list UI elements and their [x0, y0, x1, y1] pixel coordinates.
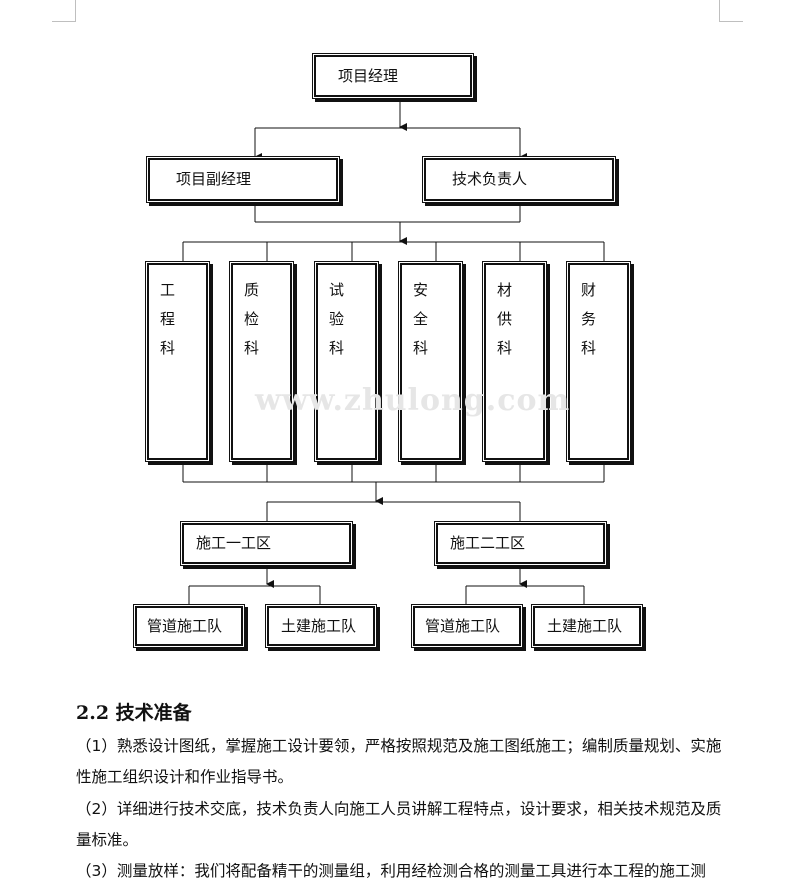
- box-dept-engineering: 工 程 科: [147, 263, 208, 460]
- char: 材: [496, 281, 512, 299]
- box-label: 项目经理: [338, 66, 399, 85]
- box-dept-materials: 材 供 科: [484, 263, 545, 460]
- char: 科: [412, 339, 428, 357]
- char: 财: [580, 281, 596, 299]
- paragraph-3: （3）测量放样：我们将配备精干的测量组，利用经检测合格的测量工具进行本工程的施工…: [76, 862, 706, 880]
- box-label: 施工一工区: [196, 534, 272, 552]
- box-project-manager: 项目经理: [314, 55, 472, 97]
- page-corner-mark-left: [75, 0, 76, 22]
- char: 程: [159, 310, 175, 328]
- char: 科: [243, 339, 259, 357]
- char: 科: [580, 339, 596, 357]
- char: 安: [412, 281, 428, 299]
- box-label: 项目副经理: [176, 170, 252, 188]
- char: 试: [328, 281, 344, 299]
- org-chart-connectors: [182, 98, 605, 604]
- org-chart: 项目经理 项目副经理 技术负责人 工 程 科 质 检 科 试 验 科 安 全 科…: [135, 55, 641, 646]
- page-corner-mark-left-h: [52, 21, 76, 22]
- char: 检: [243, 310, 259, 328]
- box-deputy-manager: 项目副经理: [148, 158, 338, 201]
- box-team-pipeline-1: 管道施工队: [135, 606, 243, 646]
- char: 工: [159, 281, 175, 299]
- box-label: 土建施工队: [281, 616, 357, 635]
- box-label: 管道施工队: [425, 616, 501, 635]
- char: 质: [243, 281, 259, 299]
- box-dept-safety: 安 全 科: [400, 263, 461, 460]
- box-dept-testing: 试 验 科: [316, 263, 377, 460]
- page-corner-mark-right-h: [719, 21, 743, 22]
- box-dept-finance: 财 务 科: [568, 263, 629, 460]
- watermark: www.zhulong.com: [255, 383, 571, 418]
- char: 供: [496, 310, 512, 328]
- char: 科: [328, 339, 344, 357]
- box-dept-quality: 质 检 科: [231, 263, 292, 460]
- char: 全: [412, 310, 428, 328]
- box-zone-2: 施工二工区: [436, 523, 605, 564]
- section-heading: 2.2 技术准备: [76, 702, 192, 724]
- paragraph-1: （1）熟悉设计图纸，掌握施工设计要领，严格按照规范及施工图纸施工；编制质量规划、…: [76, 737, 722, 786]
- box-label: 技术负责人: [452, 170, 528, 188]
- box-zone-1: 施工一工区: [182, 523, 351, 564]
- page-corner-mark-right: [719, 0, 720, 22]
- box-label: 管道施工队: [147, 616, 223, 635]
- box-technical-lead: 技术负责人: [424, 158, 614, 201]
- box-team-pipeline-2: 管道施工队: [413, 606, 521, 646]
- char: 务: [580, 310, 596, 328]
- char: 验: [328, 310, 344, 328]
- box-team-civil-1: 土建施工队: [267, 606, 375, 646]
- char: 科: [496, 339, 512, 357]
- box-team-civil-2: 土建施工队: [533, 606, 641, 646]
- paragraph-2: （2）详细进行技术交底，技术负责人向施工人员讲解工程特点，设计要求，相关技术规范…: [76, 800, 722, 849]
- char: 科: [159, 339, 175, 357]
- box-label: 土建施工队: [547, 616, 623, 635]
- box-label: 施工二工区: [450, 534, 526, 552]
